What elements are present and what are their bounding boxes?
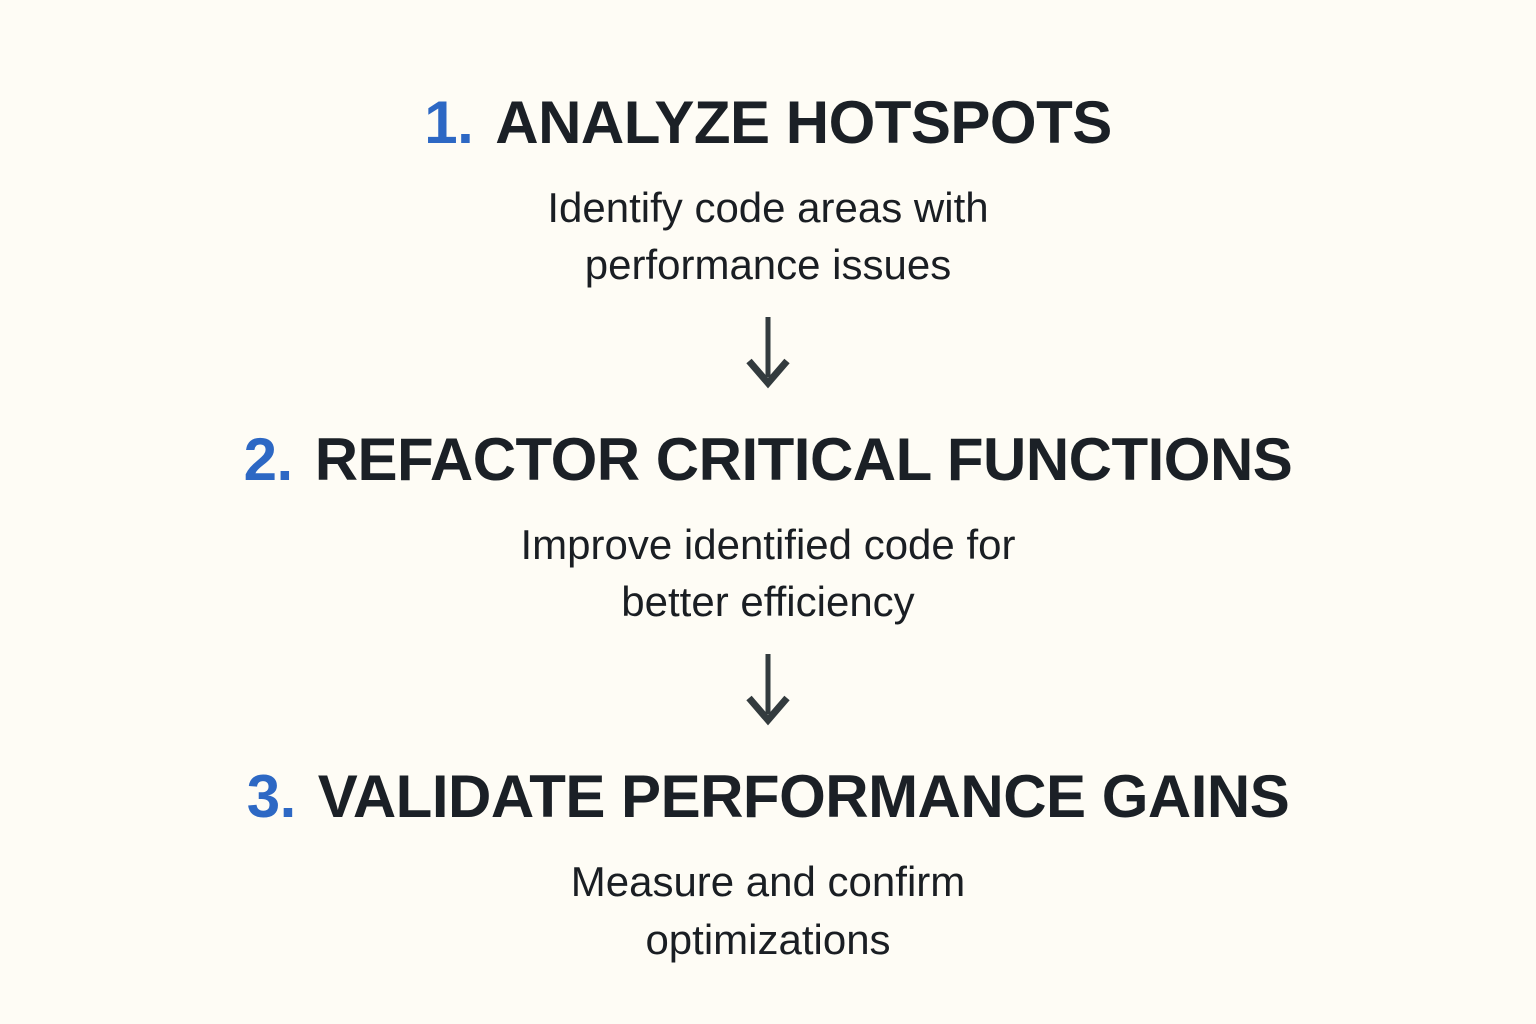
step-description-line: performance issues: [584, 241, 952, 289]
step-number: 2.: [243, 426, 294, 494]
down-arrow-icon: [746, 652, 790, 726]
step-heading-text: REFACTOR CRITICAL FUNCTIONS: [314, 426, 1293, 494]
down-arrow-icon: [746, 315, 790, 389]
step-analyze-hotspots: 1. ANALYZE HOTSPOTS Identify code areas w…: [424, 88, 1112, 293]
step-title: 1. ANALYZE HOTSPOTS: [424, 88, 1112, 157]
step-number: 1.: [424, 89, 474, 156]
step-description-line: optimizations: [645, 915, 891, 963]
step-heading-text: VALIDATE PERFORMANCE GAINS: [317, 763, 1290, 831]
step-title: 2. REFACTOR CRITICAL FUNCTIONS: [244, 425, 1293, 494]
step-description: Improve identified code for better effic…: [244, 516, 1293, 630]
step-title: 3. VALIDATE PERFORMANCE GAINS: [247, 762, 1290, 831]
step-description-line: Measure and confirm: [570, 858, 966, 906]
step-description-line: Improve identified code for: [520, 521, 1016, 569]
step-description: Identify code areas with performance iss…: [424, 179, 1112, 293]
step-refactor-critical-functions: 2. REFACTOR CRITICAL FUNCTIONS Improve id…: [244, 425, 1293, 630]
step-heading-text: ANALYZE HOTSPOTS: [495, 89, 1112, 156]
step-description-line: Identify code areas with: [547, 184, 989, 231]
step-description: Measure and confirm optimizations: [247, 853, 1290, 967]
step-description-line: better efficiency: [621, 578, 915, 626]
step-validate-performance-gains: 3. VALIDATE PERFORMANCE GAINS Measure and…: [247, 762, 1290, 967]
step-number: 3.: [246, 763, 297, 831]
